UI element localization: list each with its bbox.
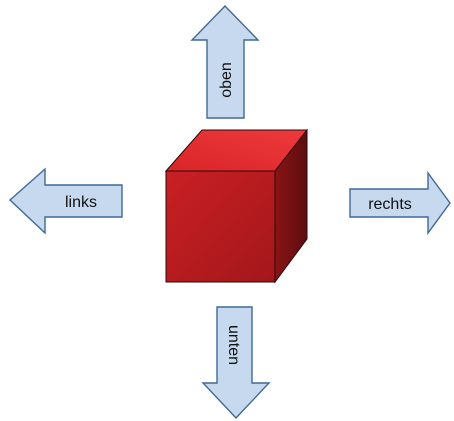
arrow-right-shape [349, 170, 451, 236]
arrow-up-shape [190, 4, 260, 119]
arrow-up-label: oben [218, 62, 235, 98]
arrow-left-shape [8, 167, 123, 235]
arrow-left: links [8, 167, 123, 235]
arrow-right-label: rechts [368, 196, 412, 213]
arrow-down: unten [201, 306, 271, 420]
arrow-down-label: unten [225, 325, 242, 365]
arrow-up: oben [190, 4, 260, 119]
arrow-down-shape [201, 306, 271, 420]
arrow-right: rechts [349, 170, 451, 236]
arrow-left-label: links [65, 194, 97, 211]
cube-front-face [165, 170, 276, 283]
red-cube [164, 128, 309, 284]
